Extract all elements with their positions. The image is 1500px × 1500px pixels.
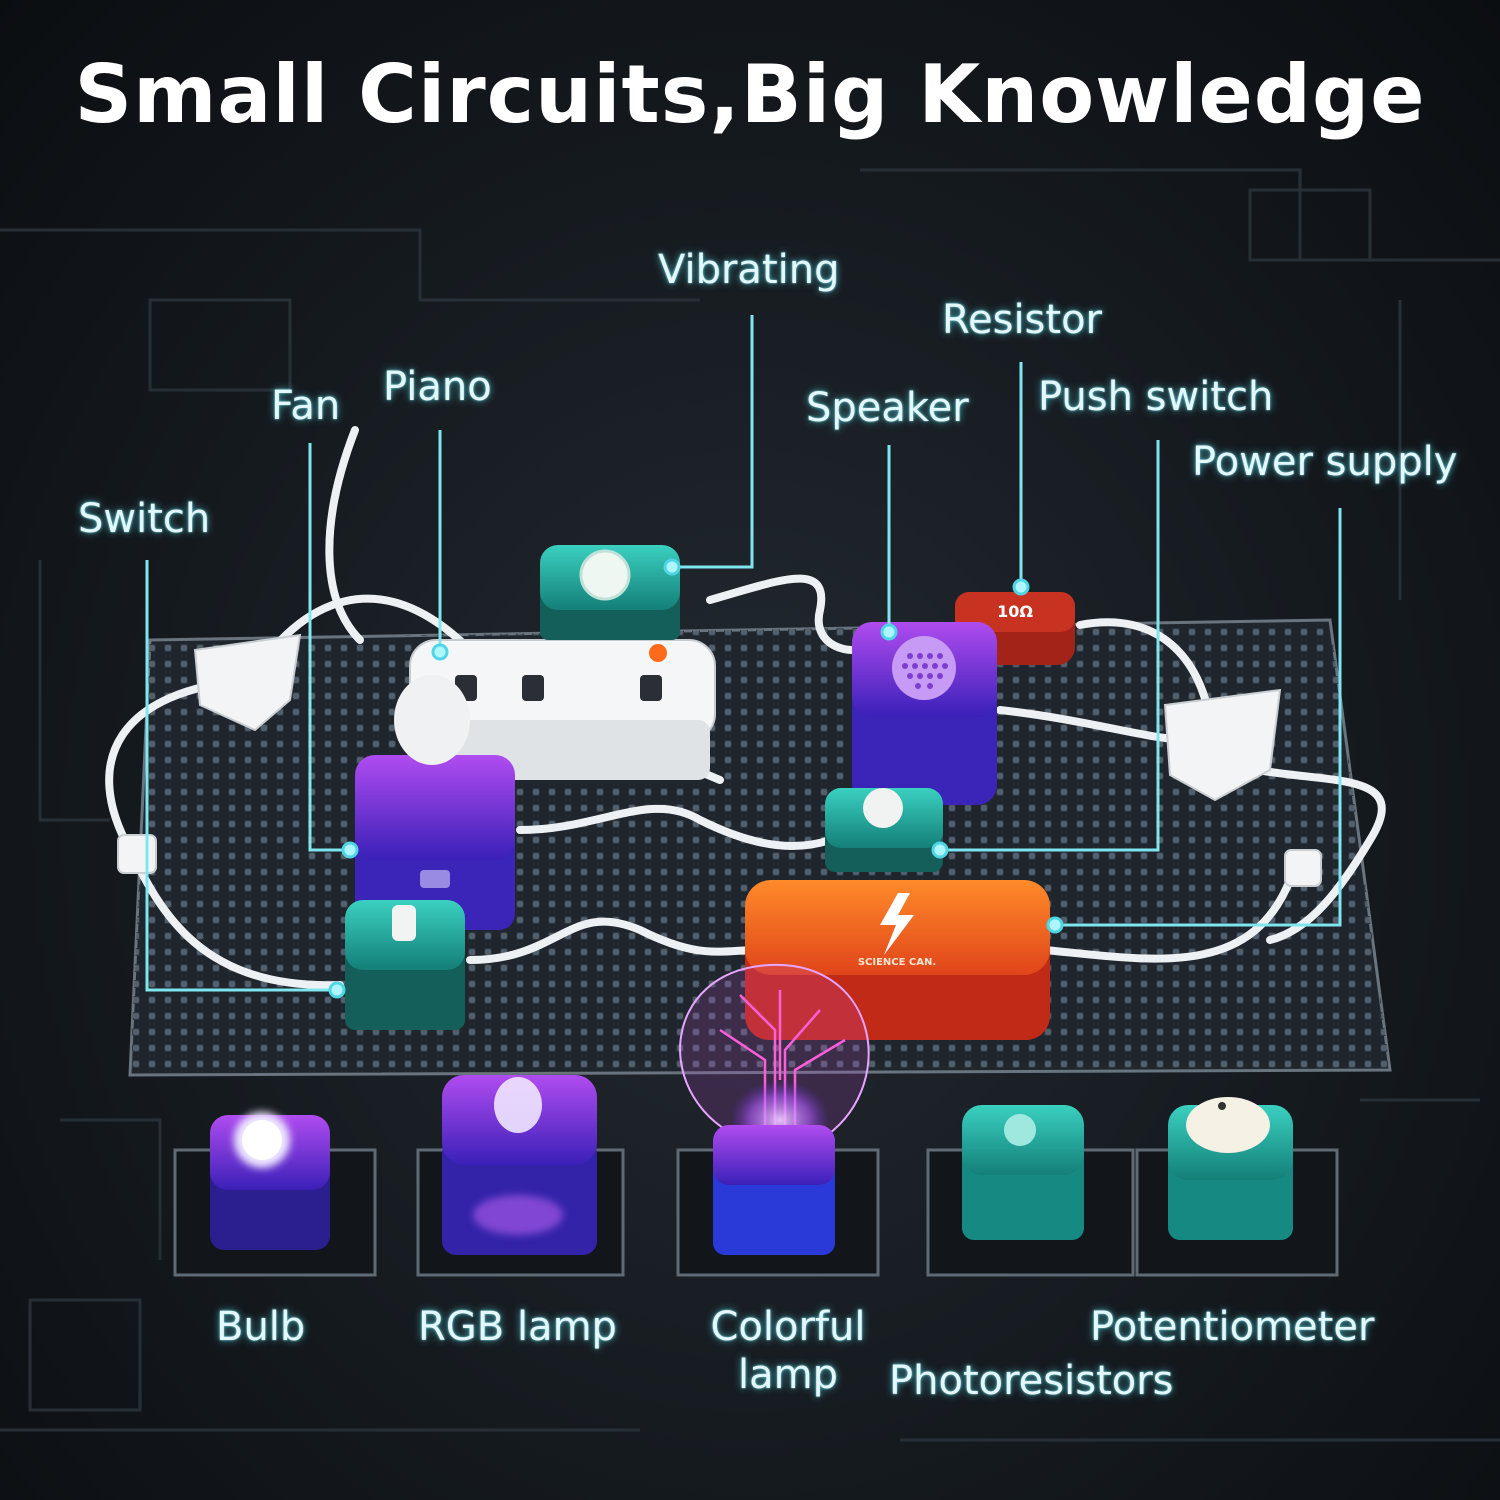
label-switch: Switch (78, 496, 211, 542)
background-traces (0, 168, 1500, 1442)
label-push-switch: Push switch (1038, 374, 1274, 420)
label-fan: Fan (271, 383, 341, 429)
power-supply-module: SCIENCE CAN. (745, 880, 1050, 1040)
resistor-value-text: 10Ω (997, 602, 1033, 621)
power-supply-brand-text: SCIENCE CAN. (858, 957, 936, 968)
callout-lines (145, 315, 1342, 992)
headline-title: Small Circuits,Big Knowledge (74, 48, 1426, 141)
potentiometer-module (1168, 1097, 1293, 1240)
vibrating-module (540, 545, 680, 640)
photoresistor-module (962, 1105, 1084, 1240)
label-resistor: Resistor (942, 297, 1102, 343)
callout-dots (328, 558, 1064, 999)
label-speaker: Speaker (806, 385, 969, 431)
label-colorful-lamp-line1: Colorful (710, 1304, 866, 1350)
label-rgb-lamp: RGB lamp (418, 1304, 617, 1350)
push-switch-module (825, 788, 943, 872)
label-vibrating: Vibrating (658, 247, 840, 293)
bulb-module (210, 1112, 330, 1250)
rgb-lamp-module (442, 1075, 597, 1255)
speaker-module (852, 622, 997, 805)
switch-module (345, 900, 465, 1030)
label-bulb: Bulb (216, 1304, 306, 1350)
label-potentiometer: Potentiometer (1090, 1304, 1375, 1350)
label-power-supply: Power supply (1192, 439, 1458, 485)
splitters (117, 633, 1322, 887)
colorful-lamp-module (713, 1125, 835, 1255)
label-colorful-lamp: Colorful lamp (700, 1303, 876, 1399)
label-piano: Piano (383, 364, 492, 410)
label-photoresistors: Photoresistors (889, 1358, 1174, 1404)
label-colorful-lamp-line2: lamp (738, 1352, 838, 1398)
